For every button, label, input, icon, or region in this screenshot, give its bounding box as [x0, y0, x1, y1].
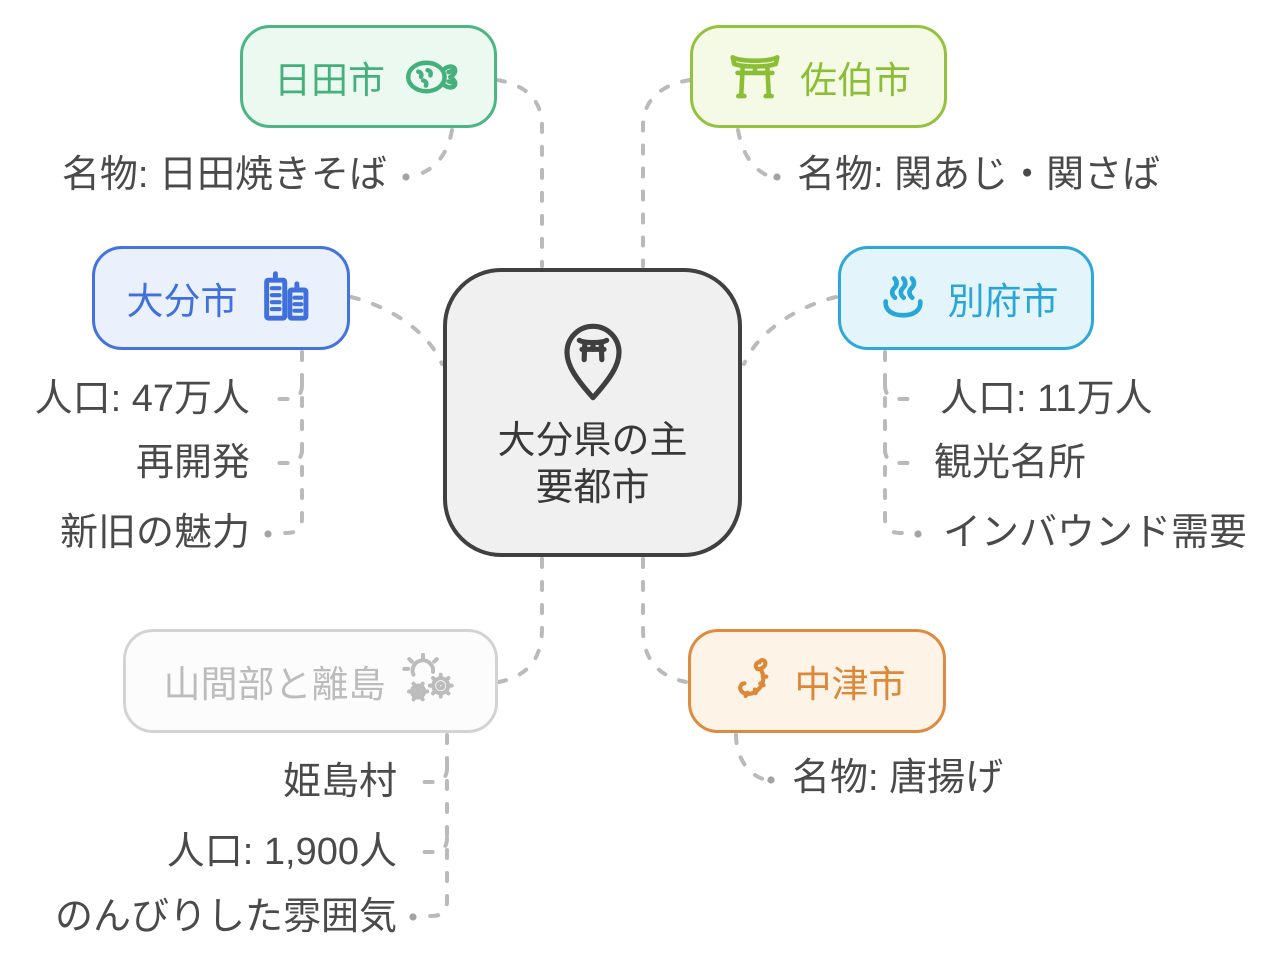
connector-mountains-stub1 [415, 766, 449, 784]
torii-pin-icon [553, 314, 633, 404]
connector-center-mountains [497, 557, 544, 684]
connector-nakatsu-leaf [734, 733, 765, 781]
leaf-oita-redevelopment[interactable]: 再開発 [135, 442, 250, 484]
city-buildings-icon [254, 267, 316, 329]
torii-gate-icon [726, 48, 784, 106]
connector-center-oita [349, 295, 444, 366]
connector-beppu-trunk [883, 350, 912, 535]
node-mountains[interactable]: 山間部と離島 [123, 629, 498, 733]
center-node[interactable]: 大分県の主 要都市 [443, 268, 742, 557]
connector-center-nakatsu [641, 557, 688, 684]
connector-oita-trunk [274, 350, 304, 535]
node-mountains-label: 山間部と離島 [163, 664, 386, 705]
connector-center-hita [495, 78, 544, 268]
node-nakatsu-label: 中津市 [794, 664, 906, 705]
node-saiki-label: 佐伯市 [800, 59, 911, 101]
connector-mountains-trunk [419, 733, 449, 918]
center-title-line1: 大分県の主 [497, 419, 688, 462]
leaf-beppu-inbound[interactable]: インバウンド需要 [943, 512, 1248, 554]
node-nakatsu[interactable]: 中津市 [688, 629, 946, 733]
node-saiki[interactable]: 佐伯市 [690, 25, 947, 128]
connector-center-saiki [641, 78, 692, 268]
connector-saiki-leaf [736, 128, 771, 178]
leaf-himeshima-vibe[interactable]: のんびりした雰囲気 [54, 896, 397, 938]
leaf-oita-population[interactable]: 人口: 47万人 [34, 378, 250, 420]
fish-icon [401, 49, 463, 105]
connector-oita-stub1 [270, 383, 304, 401]
connector-beppu-stub1 [883, 383, 917, 401]
node-oita-label: 大分市 [126, 281, 238, 322]
node-oita[interactable]: 大分市 [92, 246, 350, 350]
leaf-saiki-specialty[interactable]: 名物: 関あじ・関さば [797, 154, 1161, 196]
center-title-line2: 要都市 [535, 466, 650, 509]
node-beppu-label: 別府市 [947, 281, 1059, 322]
connector-oita-stub2 [270, 447, 304, 465]
connector-hita-leaf [412, 128, 454, 178]
connector-mountains-stub2 [415, 836, 449, 854]
connector-center-beppu [742, 295, 838, 366]
leaf-himeshima[interactable]: 姫島村 [282, 761, 397, 803]
leaf-beppu-sights[interactable]: 観光名所 [934, 442, 1087, 484]
leaf-beppu-population[interactable]: 人口: 11万人 [940, 378, 1153, 420]
center-title: 大分県の主 要都市 [497, 418, 687, 512]
leaf-hita-specialty[interactable]: 名物: 日田焼きそば [61, 154, 387, 196]
fried-shrimp-icon [729, 652, 779, 710]
sun-gears-icon [401, 653, 458, 709]
leaf-nakatsu-specialty[interactable]: 名物: 唐揚げ [792, 757, 1004, 799]
node-beppu[interactable]: 別府市 [838, 246, 1094, 350]
leaf-oita-charm[interactable]: 新旧の魅力 [59, 512, 250, 554]
connector-beppu-stub2 [883, 447, 917, 465]
hot-spring-icon [874, 270, 932, 326]
leaf-himeshima-population[interactable]: 人口: 1,900人 [166, 831, 397, 873]
node-hita[interactable]: 日田市 [240, 25, 497, 128]
node-hita-label: 日田市 [274, 59, 385, 101]
